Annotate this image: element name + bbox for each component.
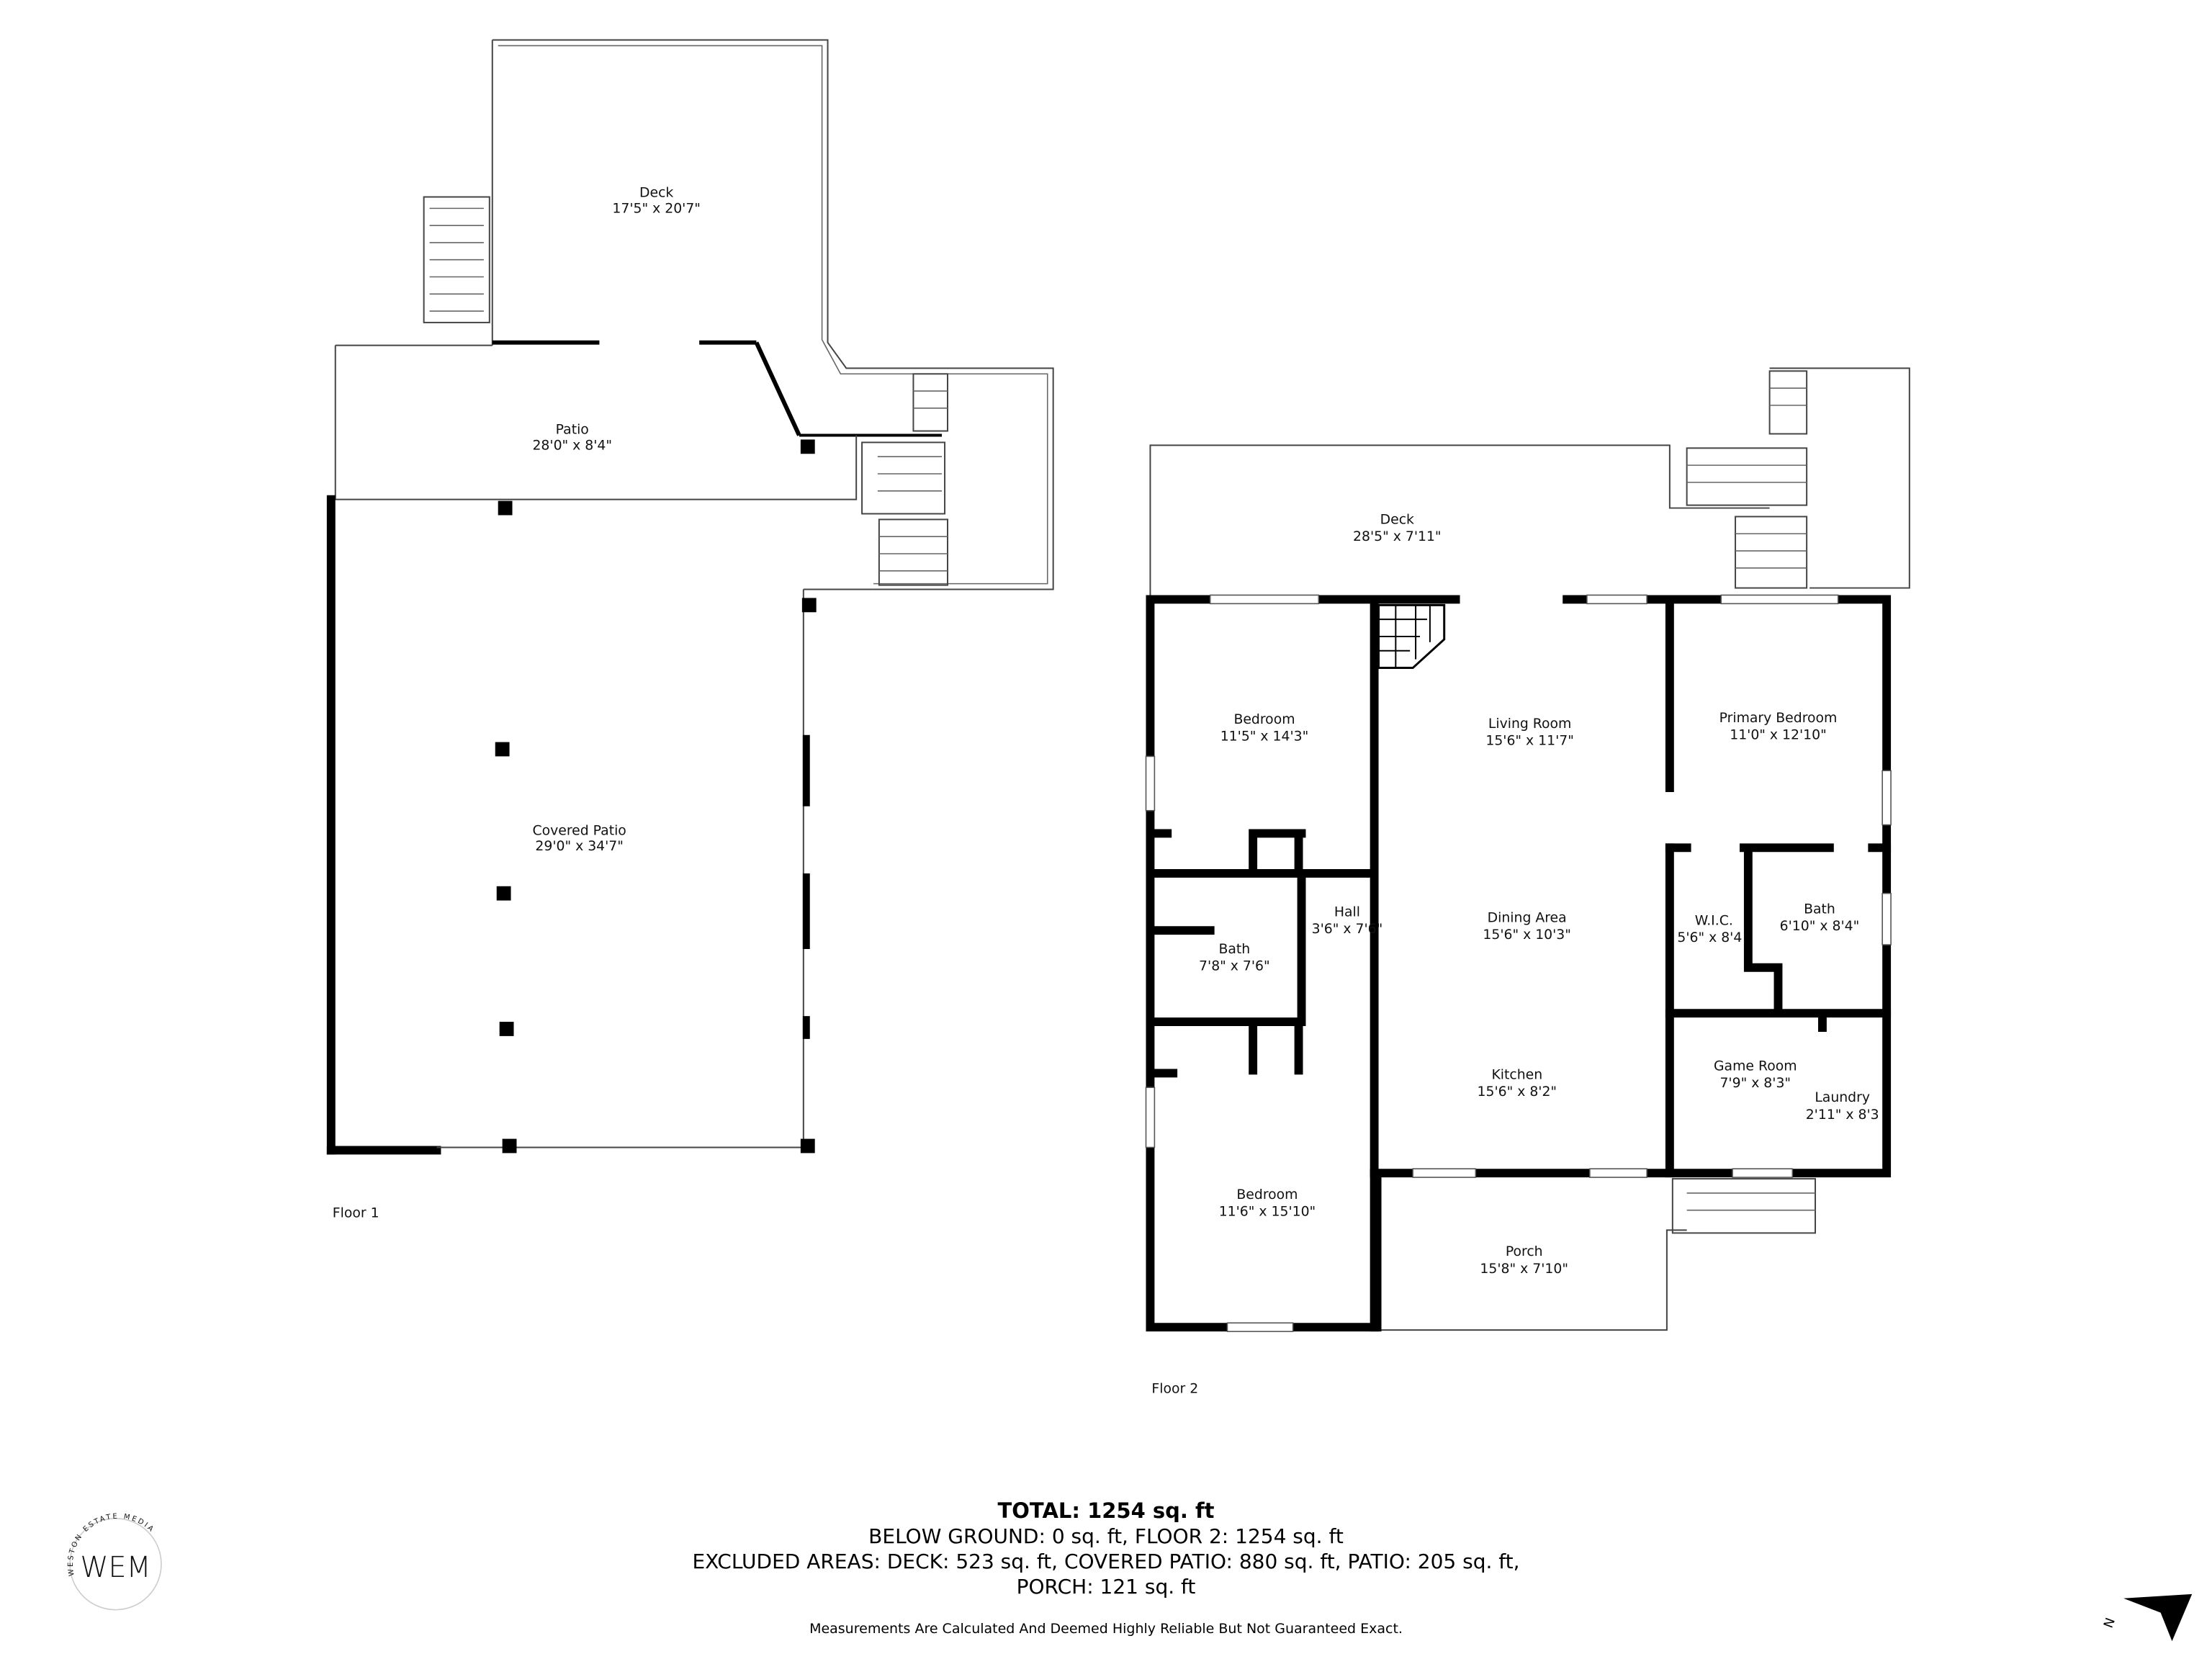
room-name: Deck [1380,512,1414,527]
room-size: 5'6" x 8'4 [1677,930,1742,945]
excluded-areas: EXCLUDED AREAS: DECK: 523 sq. ft, COVERE… [692,1550,1520,1573]
room-name: Laundry [1815,1090,1870,1105]
room-size: 3'6" x 7'6" [1312,922,1383,937]
deck-outline [1769,367,1910,589]
floor-1-plan: Deck 17'5" x 20'7" Patio 28'0" x 8'4" Co… [326,39,1054,1221]
room-size: 15'6" x 8'2" [1478,1084,1557,1100]
room-size: 17'5" x 20'7" [612,201,701,216]
room-name: Living Room [1488,716,1571,732]
stairs-left [423,196,490,323]
deck-rail-diagonal [754,341,801,436]
room-name: Patio [556,423,589,438]
room-name: Bath [1219,942,1251,957]
room-name: W.I.C. [1695,913,1733,928]
room-name: Bath [1804,902,1835,917]
floor-label: Floor 2 [1151,1381,1198,1396]
room-size: 6'10" x 8'4" [1780,919,1860,934]
patio-outline [334,344,858,500]
room-name: Porch [1506,1244,1543,1259]
room-size: 28'5" x 7'11" [1353,529,1442,544]
disclaimer: Measurements Are Calculated And Deemed H… [809,1621,1403,1637]
room-size: 15'8" x 7'10" [1480,1262,1568,1277]
room-size: 15'6" x 10'3" [1483,927,1571,943]
room-name: Bedroom [1236,1187,1298,1202]
deck-outline [492,39,1054,590]
room-size: 7'8" x 7'6" [1199,959,1270,974]
room-size: 28'0" x 8'4" [532,438,612,453]
room-name: Game Room [1714,1058,1797,1074]
room-size: 11'0" x 12'10" [1730,728,1827,743]
deck-inner-line [498,45,1048,585]
room-size: 29'0" x 34'7" [535,839,624,854]
compass-label: N [2101,1616,2118,1630]
room-name: Kitchen [1491,1067,1542,1082]
north-arrow-icon: N [2101,1593,2193,1642]
stairs-right [861,373,948,586]
room-name: Primary Bedroom [1719,711,1838,726]
floor-label: Floor 1 [333,1206,379,1221]
room-name: Bedroom [1233,712,1295,727]
porch-outline [1377,1229,1687,1331]
room-size: 2'11" x 8'3 [1806,1107,1879,1123]
deck-outline [1149,444,1770,600]
floor-2-plan: Deck 28'5" x 7'11" Bedroom 11'5" x 14'3"… [1145,367,1910,1396]
room-size: 7'9" x 8'3" [1719,1076,1791,1091]
room-name: Deck [639,186,673,201]
room-name: Hall [1334,904,1360,920]
windows [1145,594,1892,1332]
room-name: Covered Patio [533,823,626,838]
room-size: 15'6" x 11'7" [1485,734,1574,749]
area-breakdown: BELOW GROUND: 0 sq. ft, FLOOR 2: 1254 sq… [868,1524,1344,1548]
logo-initials: WEM [80,1551,150,1584]
room-size: 11'6" x 15'10" [1219,1205,1316,1220]
area-summary: TOTAL: 1254 sq. ft BELOW GROUND: 0 sq. f… [0,1498,2212,1637]
stairs [1671,370,1817,1234]
excluded-areas-cont: PORCH: 121 sq. ft [1016,1575,1196,1599]
support-posts [495,439,817,1154]
total-area: TOTAL: 1254 sq. ft [997,1498,1215,1523]
fireplace-icon [1377,603,1446,670]
room-name: Dining Area [1488,910,1567,925]
room-size: 11'5" x 14'3" [1220,729,1309,745]
